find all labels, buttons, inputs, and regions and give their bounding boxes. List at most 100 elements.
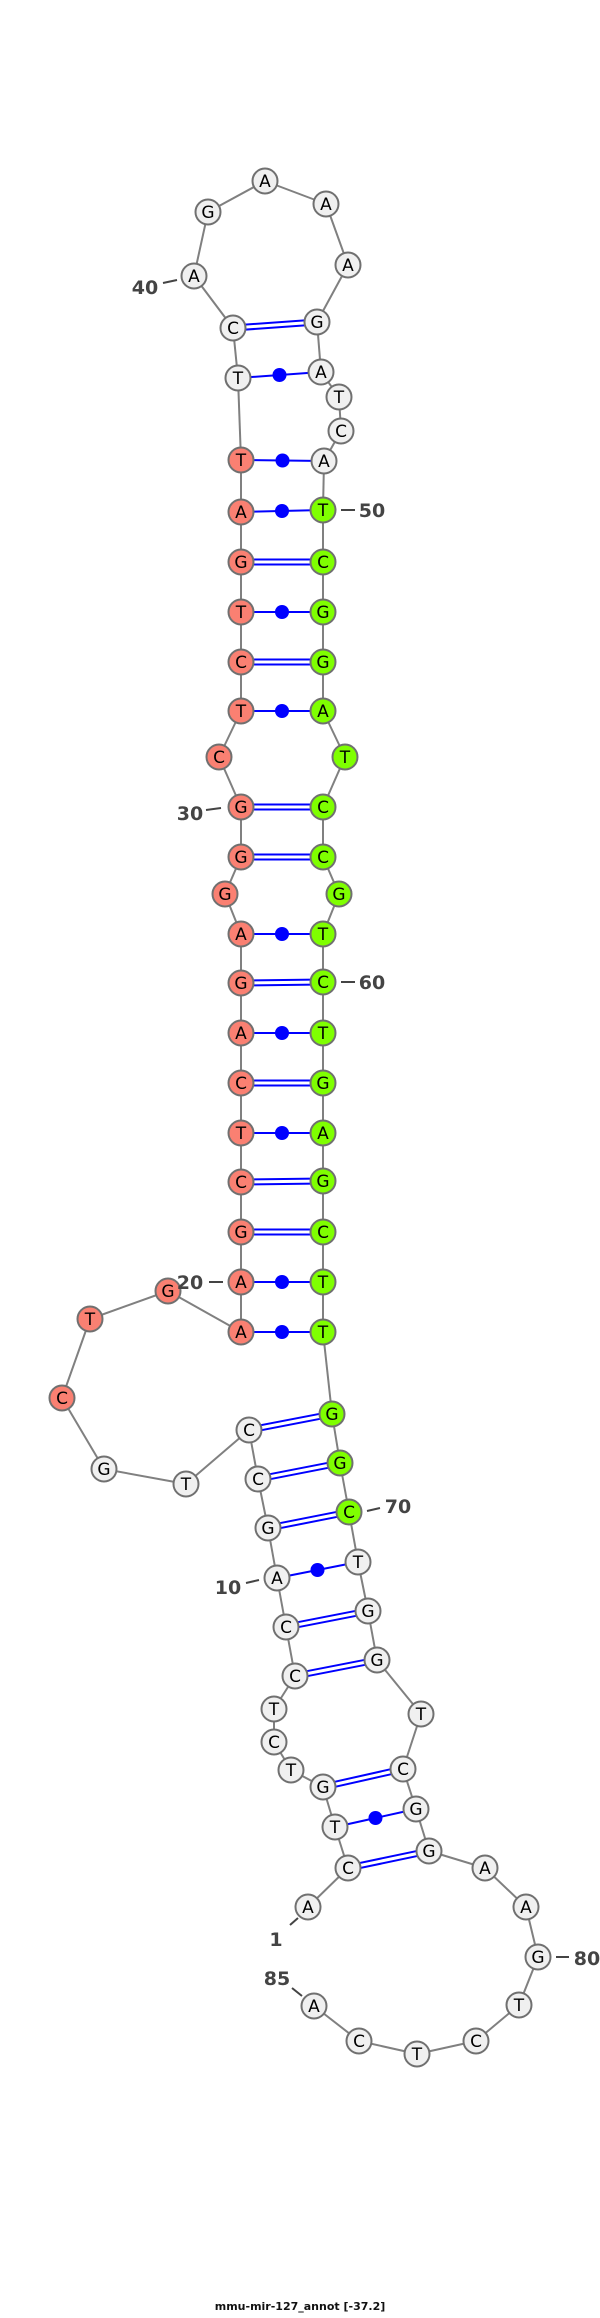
base-pair-39-45 — [232, 318, 318, 332]
nucleotide-letter: T — [317, 1273, 329, 1293]
structure-title: mmu-mir-127_annot [-37.2] — [214, 2300, 386, 2313]
nucleotide-letter: G — [316, 603, 329, 623]
nucleotide-7: T — [260, 1695, 288, 1723]
nucleotide-29: G — [227, 843, 255, 871]
nucleotide-83: T — [403, 2040, 431, 2068]
base-pair-26-60 — [240, 978, 324, 987]
nucleotide-letter: C — [235, 1074, 247, 1094]
nucleotide-circle — [345, 2027, 373, 2055]
nucleotide-70: C — [335, 1498, 363, 1526]
nucleotide-circle — [312, 190, 340, 218]
nucleotide-5: T — [277, 1756, 305, 1784]
nucleotide-33: C — [227, 648, 255, 676]
nucleotide-circle — [309, 1119, 337, 1147]
nucleotide-circle — [300, 1992, 328, 2020]
nucleotide-21: G — [227, 1218, 255, 1246]
nucleotide-circle — [227, 1019, 255, 1047]
nucleotide-49: A — [310, 447, 338, 475]
nucleotide-letter: C — [268, 1733, 280, 1753]
nucleotide-63: A — [309, 1119, 337, 1147]
nucleotide-23: T — [227, 1119, 255, 1147]
nucleotide-circle — [227, 1268, 255, 1296]
nucleotide-77: G — [415, 1837, 443, 1865]
nucleotide-circle — [90, 1455, 118, 1483]
nucleotide-78: A — [471, 1854, 499, 1882]
nucleotide-circle — [309, 1218, 337, 1246]
nucleotide-letter: A — [271, 1569, 283, 1589]
base-pair-21-65 — [241, 1228, 323, 1236]
pair-dot — [275, 1275, 289, 1289]
canonical-pair-line — [249, 1415, 333, 1434]
nucleotide-circle — [227, 843, 255, 871]
nucleotide-circle — [205, 743, 233, 771]
nucleotide-57: C — [309, 843, 337, 871]
nucleotide-letter: T — [411, 2045, 423, 2065]
nucleotide-letter: A — [520, 1898, 532, 1918]
nucleotide-letter: C — [235, 653, 247, 673]
nucleotide-letter: T — [232, 369, 244, 389]
nucleotide-circle — [524, 1943, 552, 1971]
backbone-link — [237, 377, 242, 461]
position-label-1: 1 — [269, 1917, 299, 1951]
nucleotide-letter: A — [479, 1859, 491, 1879]
nucleotide-50: T — [309, 496, 337, 524]
base-pair-4-75 — [322, 1765, 404, 1791]
nucleotide-letter: C — [243, 1421, 255, 1441]
nucleotide-1: A — [294, 1893, 322, 1921]
nucleotide-letter: T — [329, 1818, 341, 1838]
nucleotide-letter: C — [235, 1173, 247, 1193]
canonical-pair-line — [294, 1656, 377, 1675]
nucleotide-circle — [344, 1548, 372, 1576]
base-pair-10-71 — [276, 1561, 359, 1579]
nucleotide-letter: T — [235, 1124, 247, 1144]
nucleotide-letter: A — [315, 363, 327, 383]
base-pair-20-66 — [241, 1275, 323, 1289]
canonical-pair-line — [348, 1852, 430, 1872]
nucleotide-circle — [309, 1019, 337, 1047]
nucleotide-letter: A — [188, 267, 200, 287]
nucleotide-letter: C — [342, 1859, 354, 1879]
nucleotide-circle — [227, 1119, 255, 1147]
base-pair-27-59 — [241, 927, 323, 941]
nucleotide-circle — [505, 1991, 533, 2019]
label-tick — [366, 1507, 381, 1512]
base-pair-34-52 — [241, 605, 323, 619]
base-pair-35-51 — [241, 558, 323, 566]
nucleotide-letter: C — [317, 553, 329, 573]
nucleotide-65: C — [309, 1218, 337, 1246]
canonical-pair-line — [268, 1513, 350, 1532]
nucleotide-15: G — [90, 1455, 118, 1483]
nucleotide-letter: G — [97, 1460, 110, 1480]
nucleotide-letter: C — [335, 422, 347, 442]
canonical-pair-line — [241, 1182, 324, 1186]
pair-dot — [275, 453, 290, 468]
nucleotide-43: A — [312, 190, 340, 218]
nucleotide-circle — [325, 880, 353, 908]
nucleotide-26: G — [227, 969, 255, 997]
nucleotide-letter: A — [235, 1323, 247, 1343]
nucleotide-letter: C — [280, 1618, 292, 1638]
label-tick — [289, 1917, 299, 1926]
nucleotide-circle — [415, 1837, 443, 1865]
nucleotide-circle — [309, 1268, 337, 1296]
base-pair-12-69 — [257, 1459, 341, 1483]
base-pair-30-56 — [241, 803, 323, 811]
nucleotide-55: T — [331, 743, 359, 771]
nucleotide-letter: G — [332, 885, 345, 905]
nucleotide-letter: G — [161, 1282, 174, 1302]
nucleotide-letter: G — [316, 1074, 329, 1094]
canonical-pair-line — [322, 1765, 403, 1786]
nucleotide-circle — [227, 548, 255, 576]
pair-dot — [368, 1811, 383, 1825]
label-tick — [245, 1579, 260, 1584]
nucleotide-27: A — [227, 920, 255, 948]
nucleotide-circle — [307, 358, 335, 386]
base-pair-29-57 — [241, 853, 323, 861]
nucleotide-circle — [227, 1218, 255, 1246]
nucleotide-letter: T — [235, 451, 247, 471]
nucleotide-circle — [260, 1695, 288, 1723]
nucleotide-letter: T — [235, 702, 247, 722]
position-number: 30 — [177, 803, 203, 825]
nucleotide-59: T — [309, 920, 337, 948]
